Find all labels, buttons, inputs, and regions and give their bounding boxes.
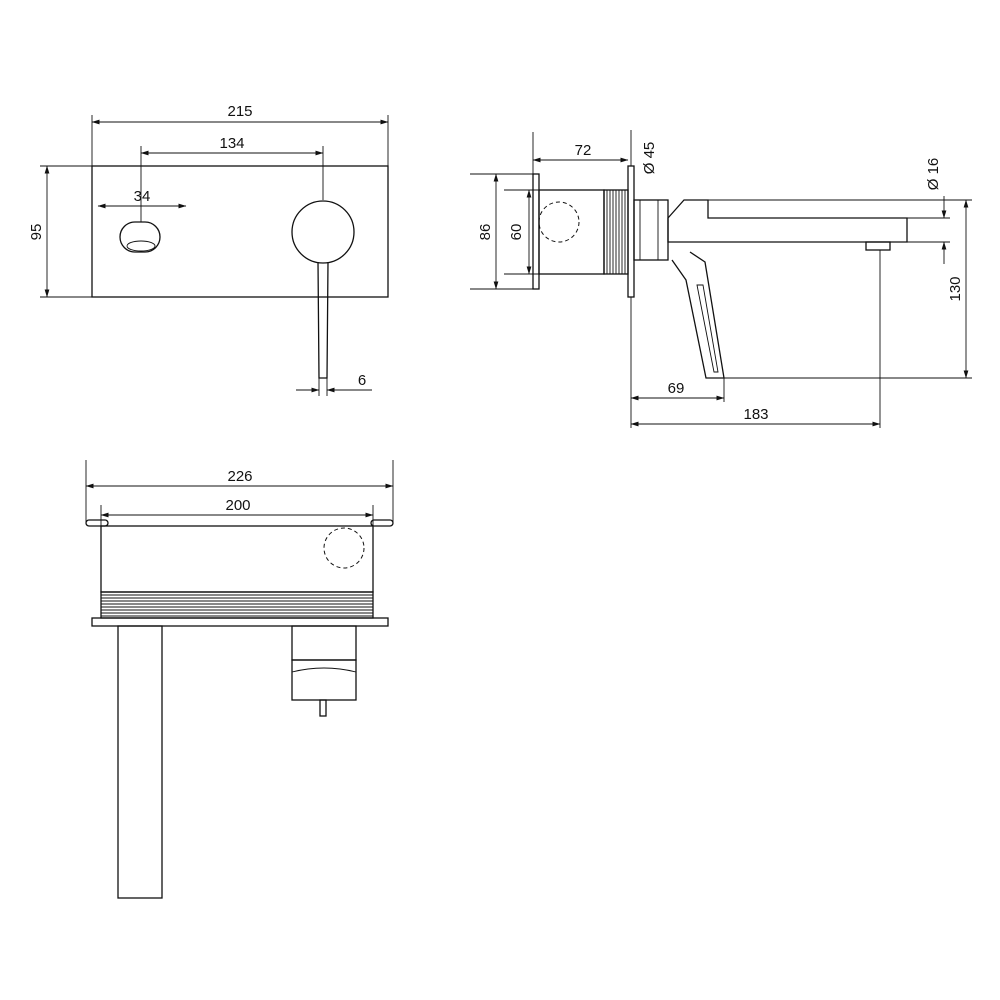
dim-label-183: 183 (743, 406, 768, 423)
dim-label-60: 60 (508, 224, 525, 241)
side-valve-body (538, 189, 605, 275)
top-spout (117, 625, 163, 899)
dim-label-69: 69 (668, 380, 685, 397)
side-view: 72 Ø 45 Ø 16 86 60 130 69 183 (470, 130, 972, 428)
dim-label-134: 134 (219, 135, 244, 152)
dim-label-72: 72 (575, 142, 592, 159)
top-thread-section (100, 591, 374, 619)
dim-label-226: 226 (227, 468, 252, 485)
dim-label-95: 95 (28, 224, 45, 241)
dim-label-diameter-16: Ø 16 (925, 158, 942, 191)
top-view: 226 200 (85, 460, 394, 899)
side-wall-flange (627, 165, 635, 298)
dim-label-200: 200 (225, 497, 250, 514)
side-mounting-plate (532, 173, 540, 290)
top-handle-stem (319, 699, 327, 717)
top-handle-hub (291, 625, 357, 661)
top-cartridge-circle (323, 527, 365, 569)
side-aerator (865, 241, 891, 251)
dim-label-6: 6 (358, 372, 366, 389)
front-handle-disc (291, 200, 355, 264)
top-wall-flange (91, 617, 389, 627)
dim-label-diameter-45: Ø 45 (641, 142, 658, 175)
dim-label-215: 215 (227, 103, 252, 120)
front-spout-outlet (119, 221, 161, 253)
front-handle-lever (317, 261, 329, 379)
front-view: 215 134 34 95 6 (28, 103, 389, 396)
side-cartridge-circle (538, 201, 580, 243)
dim-label-86: 86 (477, 224, 494, 241)
top-valve-body (100, 525, 374, 593)
dim-label-34: 34 (134, 188, 151, 205)
side-handle-lever (671, 251, 725, 379)
side-spout (667, 199, 908, 243)
front-wall-plate (91, 165, 389, 298)
dim-label-130: 130 (947, 276, 964, 301)
